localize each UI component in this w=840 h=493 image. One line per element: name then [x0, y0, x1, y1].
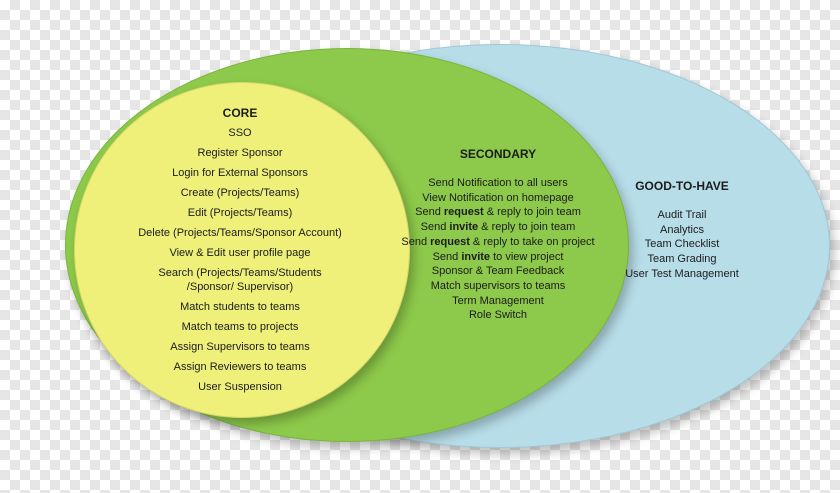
good-to-have-item: Analytics [659, 223, 705, 236]
good-to-have-item: Audit Trail [657, 209, 707, 221]
core-item: Match teams to projects [181, 321, 299, 333]
secondary-item: Send invite & reply to join team [400, 220, 596, 235]
secondary-item: Send invite to view project [400, 250, 596, 265]
core-item: View & Edit user profile page [169, 247, 311, 259]
secondary-item: View Notification on homepage [422, 191, 574, 204]
item-text: Send [432, 250, 462, 263]
secondary-title: SECONDARY [459, 147, 537, 161]
core-item: Create (Projects/Teams) [180, 187, 300, 199]
item-text: & reply to join team [478, 221, 576, 234]
core-item: Match students to teams [180, 301, 300, 313]
item-text: to view project [490, 250, 564, 263]
item-text: Send [401, 235, 431, 248]
item-text: & reply to take on project [469, 235, 595, 248]
item-text: Send [415, 206, 444, 219]
item-keyword: request [430, 235, 470, 248]
secondary-item: Send request & reply to join team [400, 205, 596, 220]
core-item: Edit (Projects/Teams) [187, 207, 293, 219]
secondary-item: Send request & reply to take on project [400, 235, 596, 250]
core-circle [74, 82, 410, 418]
secondary-section: SECONDARY Send Notification to all users… [400, 147, 596, 323]
secondary-item: Match supervisors to teams [430, 279, 566, 292]
core-item-search-line1: Search (Projects/Teams/Students [158, 267, 322, 279]
item-text: & reply to join team [483, 206, 581, 219]
good-to-have-item: Team Checklist [644, 238, 720, 251]
secondary-item: Sponsor & Team Feedback [431, 265, 565, 278]
core-title: CORE [222, 106, 258, 120]
good-to-have-item: User Test Management [625, 267, 739, 280]
core-item-search-line2: /Sponsor/ Supervisor) [186, 281, 294, 293]
secondary-item: Role Switch [468, 309, 528, 322]
core-item: Assign Reviewers to teams [173, 361, 307, 373]
secondary-item: Term Management [452, 294, 544, 307]
item-keyword: invite [449, 221, 479, 234]
secondary-item: Send Notification to all users [428, 177, 568, 189]
good-to-have-title: GOOD-TO-HAVE [635, 179, 729, 193]
item-keyword: request [443, 206, 484, 219]
good-to-have-item: Team Grading [647, 253, 717, 266]
core-item: Delete (Projects/Teams/Sponsor Account) [138, 227, 342, 239]
good-to-have-section: GOOD-TO-HAVE Audit Trail Analytics Team … [612, 179, 752, 282]
core-item: SSO [228, 127, 252, 139]
core-item: Login for External Sponsors [172, 167, 308, 179]
core-item: User Suspension [198, 381, 282, 393]
core-item: Assign Supervisors to teams [170, 341, 310, 353]
item-text: Send [420, 221, 450, 234]
core-section: CORE SSO Register Sponsor Login for Exte… [120, 103, 360, 397]
core-item: Register Sponsor [197, 147, 283, 159]
core-item-search: Search (Projects/Teams/Students /Sponsor… [120, 266, 360, 294]
item-keyword: invite [461, 250, 491, 263]
